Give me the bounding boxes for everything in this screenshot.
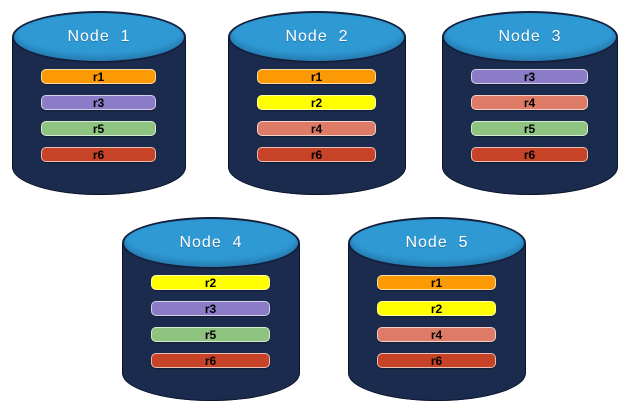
node-title: Node 1 — [67, 28, 131, 45]
replica-list: r3 r4 r5 r6 — [471, 69, 588, 162]
replica-list: r2 r3 r5 r6 — [151, 275, 270, 368]
cylinder-top: Node 3 — [442, 11, 618, 63]
node-cylinder-5: Node 5 r1 r2 r4 r6 — [348, 217, 526, 401]
cylinder-body — [348, 243, 526, 401]
cylinder-body — [442, 37, 618, 195]
node-cylinder-4: Node 4 r2 r3 r5 r6 — [122, 217, 300, 401]
node-title: Node 2 — [285, 28, 349, 45]
replica-list: r1 r3 r5 r6 — [41, 69, 156, 162]
replica-bar: r6 — [377, 353, 496, 368]
cylinder-body — [228, 37, 406, 195]
node-cylinder-2: Node 2 r1 r2 r4 r6 — [228, 11, 406, 195]
cylinder-body — [122, 243, 300, 401]
replica-bar: r1 — [41, 69, 156, 84]
node-title: Node 3 — [498, 28, 562, 45]
replica-bar: r3 — [151, 301, 270, 316]
replica-bar: r1 — [257, 69, 376, 84]
replica-bar: r4 — [471, 95, 588, 110]
replica-bar: r4 — [377, 327, 496, 342]
replica-bar: r5 — [471, 121, 588, 136]
replica-bar: r2 — [257, 95, 376, 110]
replica-bar: r6 — [41, 147, 156, 162]
replica-bar: r2 — [151, 275, 270, 290]
replica-list: r1 r2 r4 r6 — [377, 275, 496, 368]
node-cylinder-3: Node 3 r3 r4 r5 r6 — [442, 11, 618, 195]
cylinder-top: Node 4 — [122, 217, 300, 269]
node-cylinder-1: Node 1 r1 r3 r5 r6 — [12, 11, 186, 195]
replica-list: r1 r2 r4 r6 — [257, 69, 376, 162]
replica-bar: r1 — [377, 275, 496, 290]
replica-bar: r6 — [151, 353, 270, 368]
replica-bar: r5 — [41, 121, 156, 136]
replica-bar: r6 — [471, 147, 588, 162]
cylinder-body — [12, 37, 186, 195]
replica-bar: r4 — [257, 121, 376, 136]
node-title: Node 5 — [405, 234, 469, 251]
cylinder-top: Node 1 — [12, 11, 186, 63]
replica-bar: r3 — [471, 69, 588, 84]
cylinder-top: Node 2 — [228, 11, 406, 63]
replica-bar: r6 — [257, 147, 376, 162]
cylinder-top: Node 5 — [348, 217, 526, 269]
replica-bar: r2 — [377, 301, 496, 316]
replica-bar: r5 — [151, 327, 270, 342]
replica-bar: r3 — [41, 95, 156, 110]
node-title: Node 4 — [179, 234, 243, 251]
